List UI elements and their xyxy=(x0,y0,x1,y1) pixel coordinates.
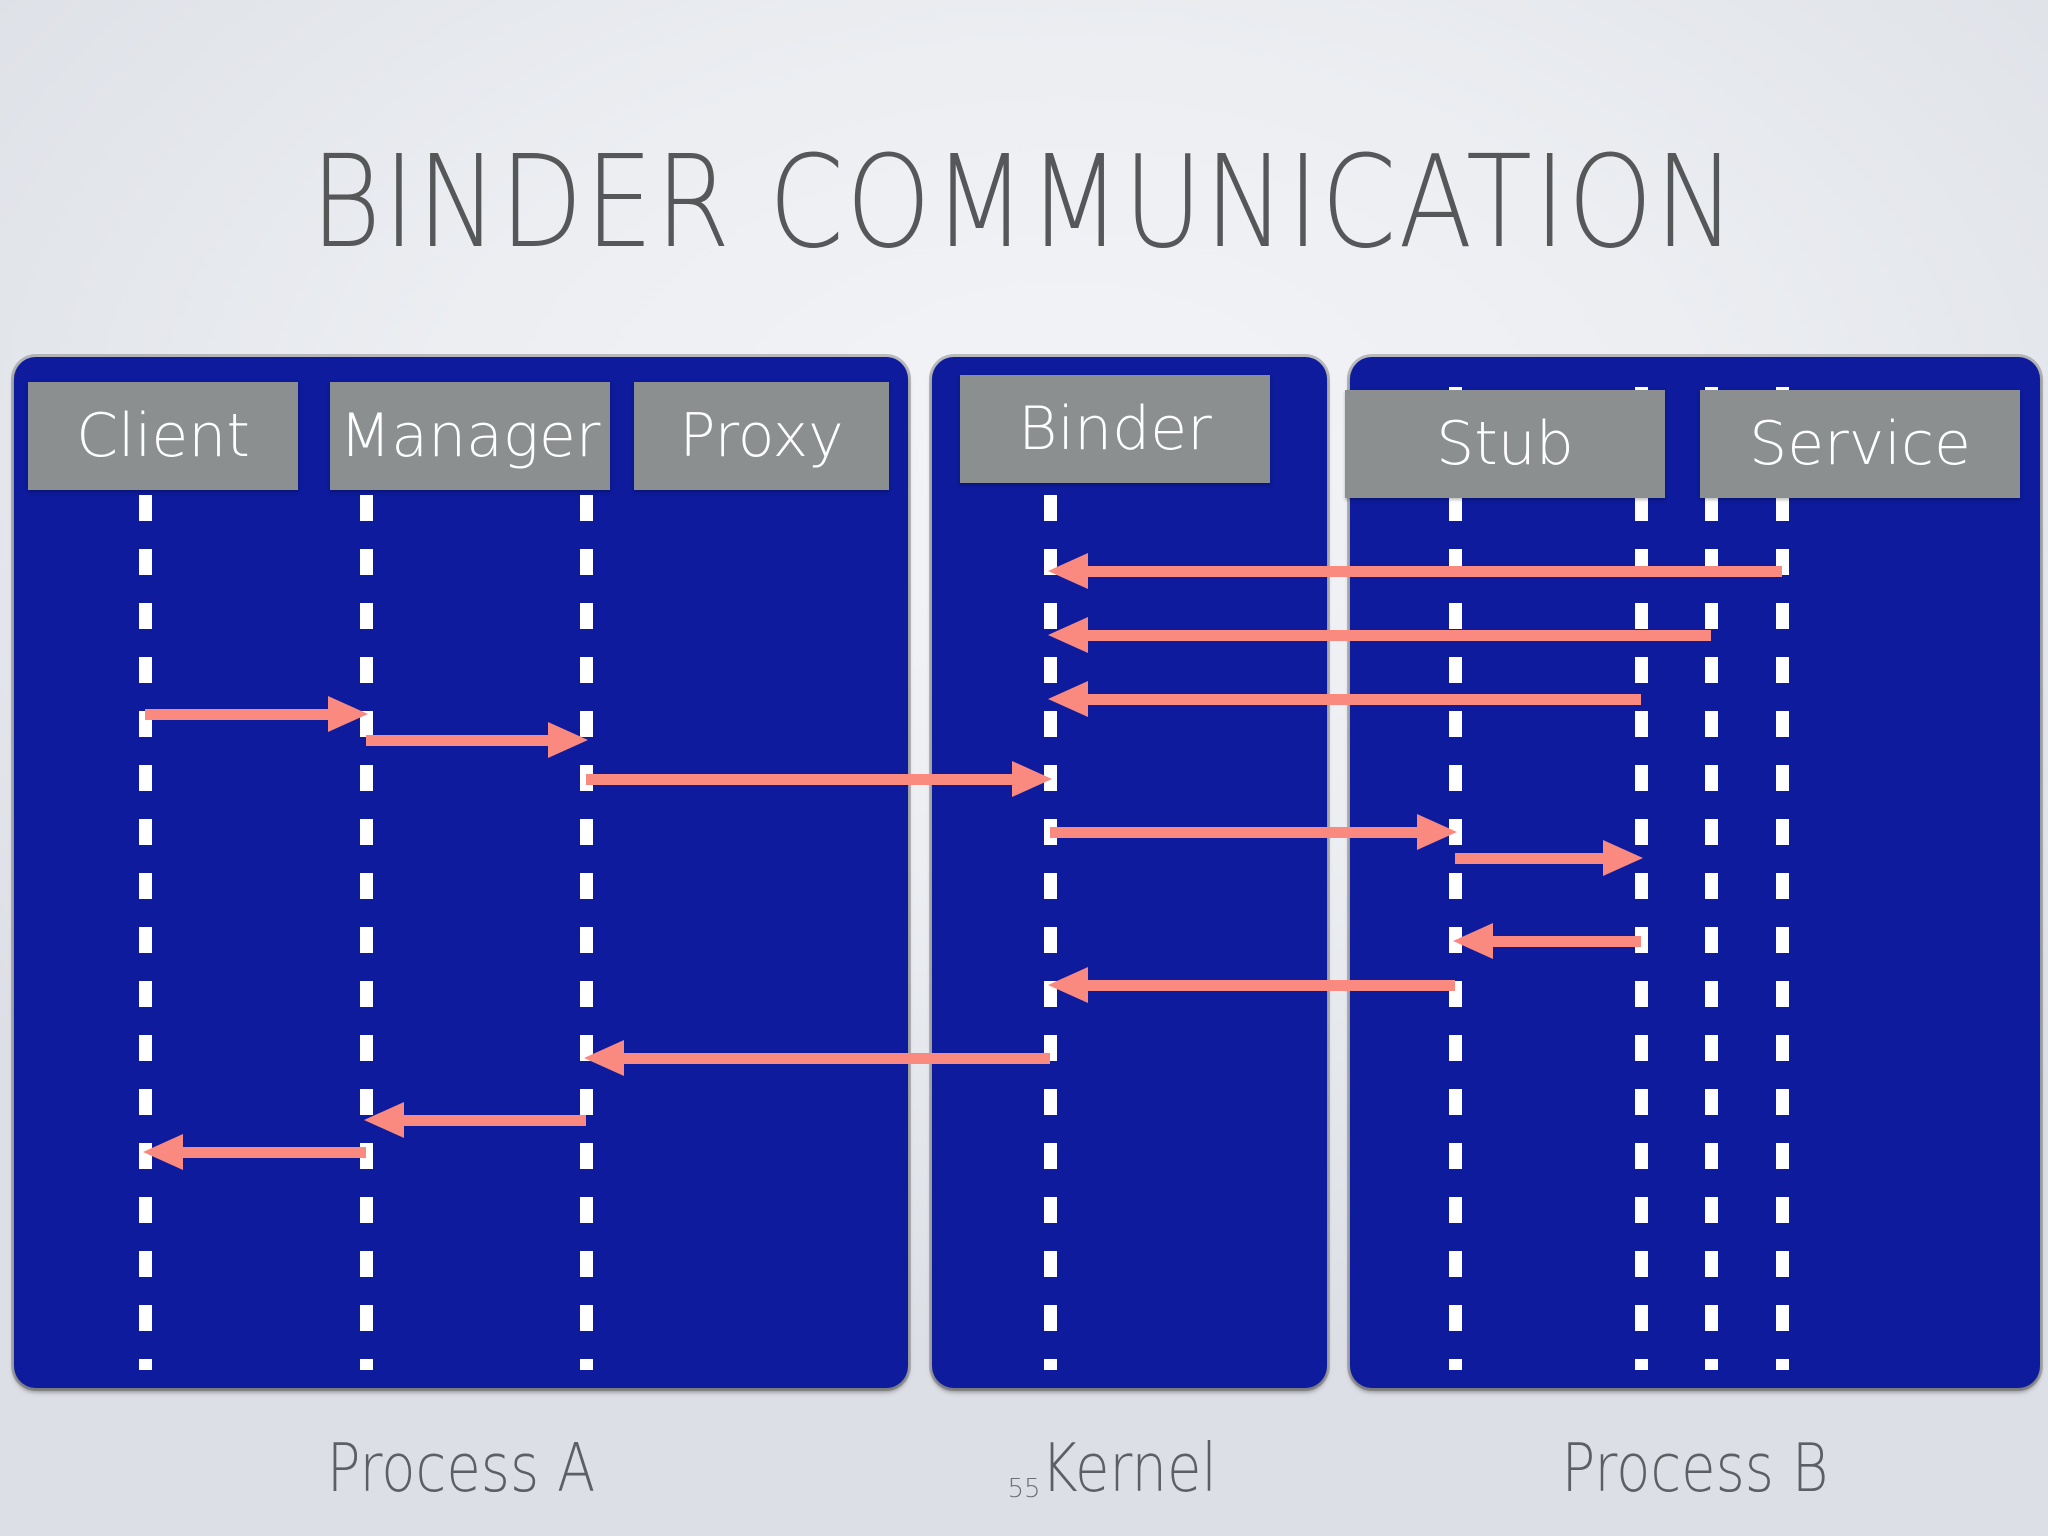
actor-box-stub: Stub xyxy=(1345,390,1665,498)
actor-box-binder: Binder xyxy=(960,375,1270,483)
arrow-head-icon xyxy=(143,1134,183,1170)
lifeline-binder xyxy=(1044,387,1057,1370)
message-arrow-service-outer-to-binder xyxy=(1048,553,1782,589)
arrow-shaft xyxy=(392,1115,586,1126)
panel-caption-process-b: Process B xyxy=(1561,1430,1829,1508)
arrow-shaft xyxy=(1076,566,1782,577)
arrow-shaft xyxy=(1076,630,1711,641)
lifeline-client xyxy=(139,387,152,1370)
arrow-shaft xyxy=(1455,853,1615,864)
message-arrow-proxy-to-manager xyxy=(364,1102,586,1138)
lifeline-proxy xyxy=(580,387,593,1370)
arrow-head-icon xyxy=(1048,681,1088,717)
arrow-head-icon xyxy=(584,1040,624,1076)
arrow-head-icon xyxy=(328,696,368,732)
actor-box-service: Service xyxy=(1700,390,2020,498)
arrow-shaft xyxy=(1076,694,1641,705)
arrow-head-icon xyxy=(548,722,588,758)
arrow-head-icon xyxy=(1048,967,1088,1003)
panel-kernel xyxy=(932,357,1327,1388)
arrow-shaft xyxy=(171,1147,366,1158)
lifeline-manager xyxy=(360,387,373,1370)
actor-box-client: Client xyxy=(28,382,298,490)
slide-number: 55 xyxy=(1007,1474,1041,1504)
message-arrow-service-to-binder xyxy=(1048,681,1641,717)
arrow-head-icon xyxy=(1048,553,1088,589)
arrow-shaft xyxy=(1050,827,1429,838)
message-arrow-binder-to-stub xyxy=(1050,814,1457,850)
message-arrow-service-inner-to-binder xyxy=(1048,617,1711,653)
arrow-head-icon xyxy=(364,1102,404,1138)
arrow-head-icon xyxy=(1603,840,1643,876)
lifeline-stub xyxy=(1449,387,1462,1370)
message-arrow-stub-to-service xyxy=(1455,840,1643,876)
arrow-head-icon xyxy=(1417,814,1457,850)
lifeline-service-outer xyxy=(1776,387,1789,1370)
arrow-head-icon xyxy=(1048,617,1088,653)
panel-caption-process-a: Process A xyxy=(326,1430,596,1508)
message-arrow-manager-to-client xyxy=(143,1134,366,1170)
message-arrow-proxy-to-binder xyxy=(586,761,1052,797)
panel-process-b xyxy=(1350,357,2040,1388)
arrow-shaft xyxy=(612,1053,1050,1064)
arrow-shaft xyxy=(145,709,340,720)
arrow-shaft xyxy=(586,774,1024,785)
message-arrow-client-to-manager xyxy=(145,696,368,732)
panel-process-a xyxy=(14,357,908,1388)
arrow-head-icon xyxy=(1453,923,1493,959)
arrow-shaft xyxy=(366,735,560,746)
arrow-head-icon xyxy=(1012,761,1052,797)
lifeline-service xyxy=(1635,387,1648,1370)
message-arrow-manager-to-proxy xyxy=(366,722,588,758)
arrow-shaft xyxy=(1076,980,1455,991)
page-title: BINDER COMMUNICATION xyxy=(310,129,1738,277)
actor-box-manager: Manager xyxy=(330,382,610,490)
panel-caption-kernel: Kernel xyxy=(1041,1430,1217,1508)
message-arrow-service-to-stub xyxy=(1453,923,1641,959)
arrow-shaft xyxy=(1481,936,1641,947)
actor-box-proxy: Proxy xyxy=(634,382,889,490)
message-arrow-stub-to-binder xyxy=(1048,967,1455,1003)
message-arrow-binder-to-proxy xyxy=(584,1040,1050,1076)
lifeline-service-inner xyxy=(1705,387,1718,1370)
